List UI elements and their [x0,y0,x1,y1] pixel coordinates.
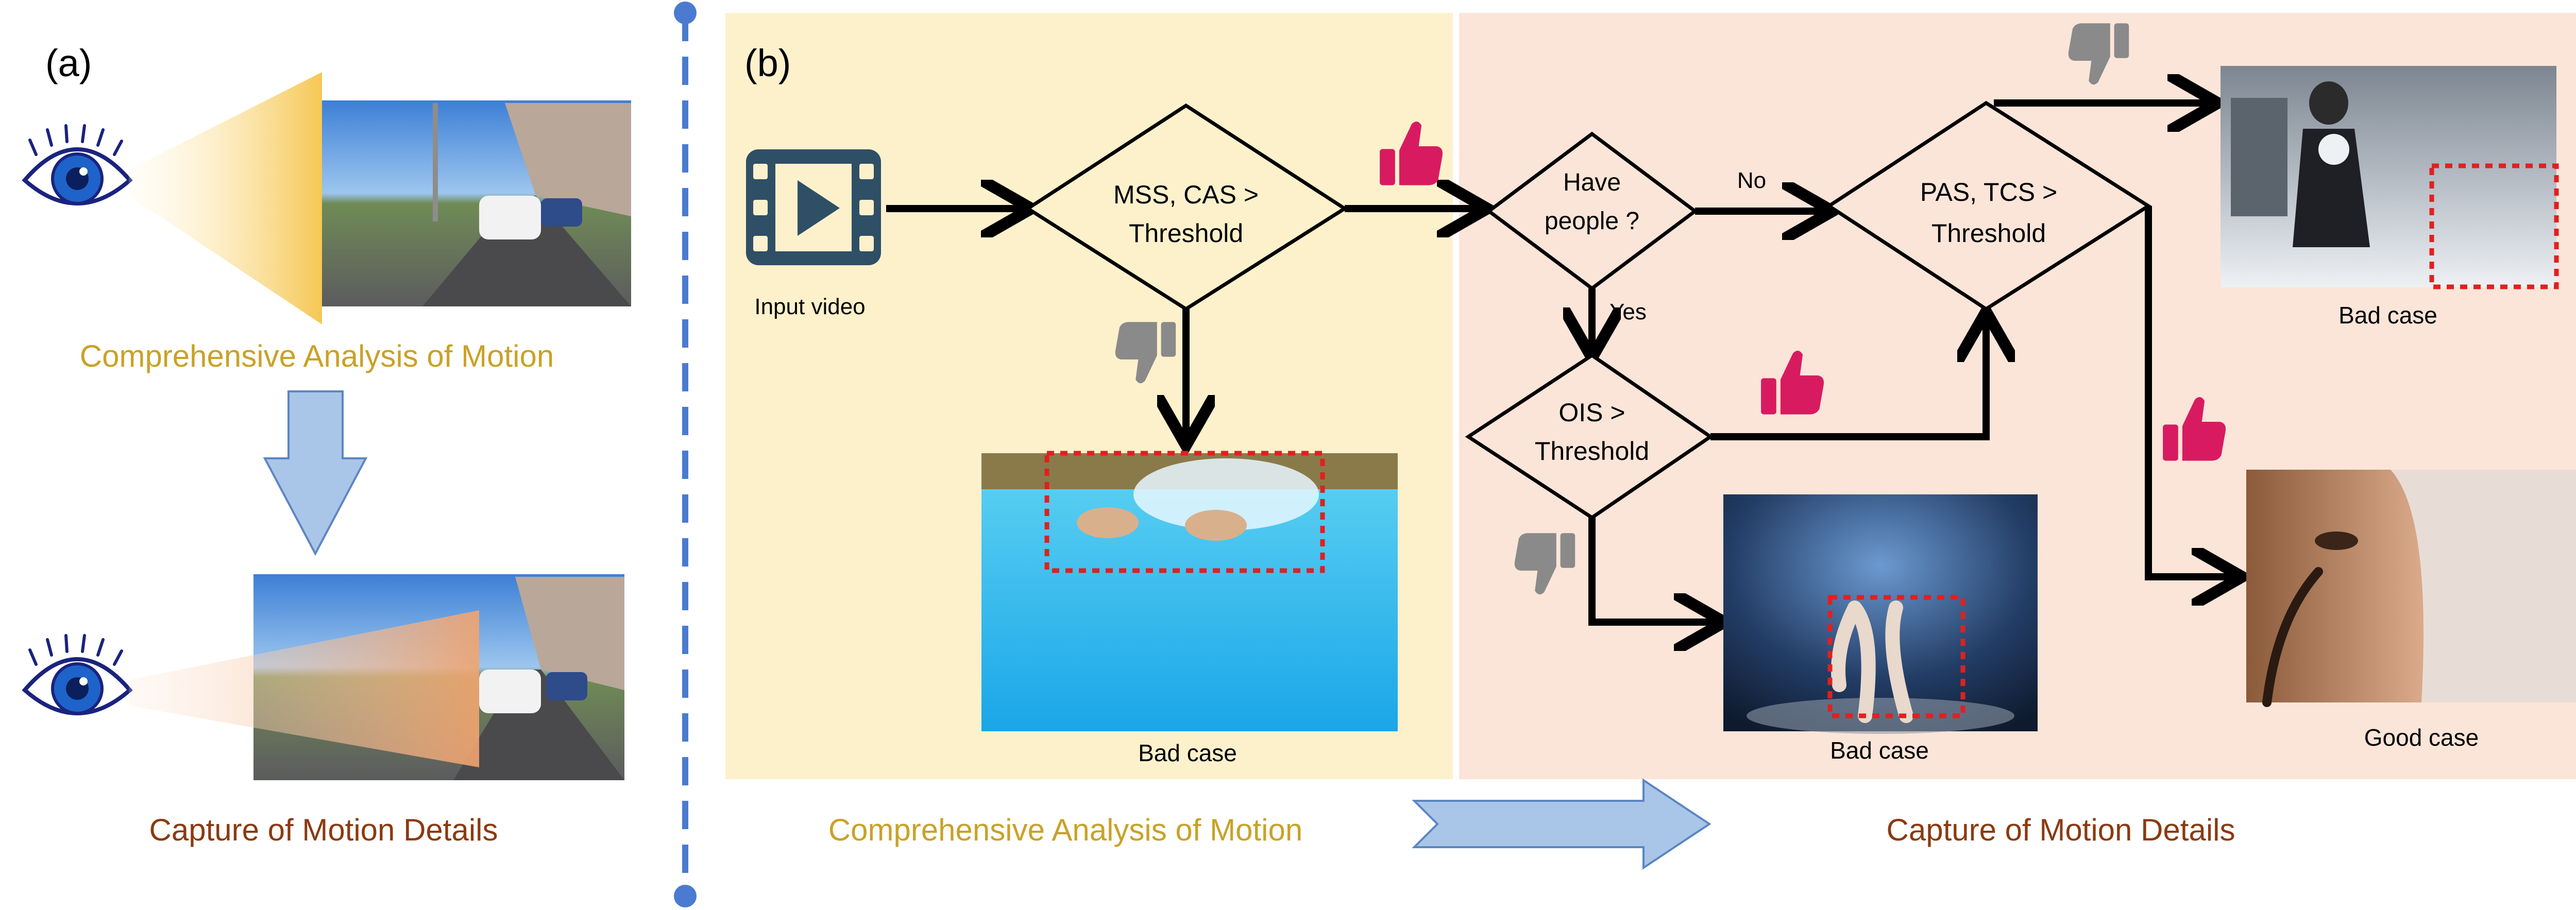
decision-have-people: Have people ? [1486,131,1698,291]
case-label-dance: Bad case [1830,737,1929,764]
edge-label-yes: Yes [1609,299,1647,324]
panel-b-bottom-right-caption: Capture of Motion Details [1887,813,2235,847]
makeup-image [2246,470,2576,707]
road-photo-top [322,100,631,306]
decision-mss-cas-line1: MSS, CAS > [1113,180,1259,209]
panel-b-label: (b) [744,42,791,84]
case-label-makeup: Good case [2364,724,2479,751]
input-video-label: Input video [754,294,865,319]
flow-edges [886,103,2239,622]
edge-d4-to-d3 [1710,315,1986,440]
down-arrow [263,390,368,556]
eye-icon-bottom [22,634,133,715]
decision-have-people-line1: Have [1563,169,1621,196]
decision-ois: OIS > Threshold [1465,353,1714,520]
case-label-snow: Bad case [2338,302,2437,329]
decision-have-people-line2: people ? [1545,208,1639,235]
panel-a-top-caption: Comprehensive Analysis of Motion [80,339,554,373]
eye-icon-top [22,124,133,205]
edge-d3-to-makeup [2145,206,2239,577]
panel-a-label: (a) [45,42,92,84]
decision-pas-tcs-line1: PAS, TCS > [1920,178,2057,207]
decision-pas-tcs: PAS, TCS > Threshold [1825,100,2152,312]
case-label-pool: Bad case [1138,740,1237,766]
snow-image [2221,66,2559,289]
vision-cone-orange [129,610,479,767]
edge-d4-to-dance [1588,515,1721,622]
dance-image [1723,494,2038,734]
edge-label-no: No [1737,168,1766,193]
decision-mss-cas: MSS, CAS > Threshold [1024,103,1348,312]
video-icon [746,149,881,265]
panel-divider [674,2,697,907]
vision-cone-yellow [129,72,322,324]
panel-a-bottom-caption: Capture of Motion Details [149,813,498,847]
decision-mss-cas-line2: Threshold [1129,219,1243,248]
decision-ois-line1: OIS > [1558,398,1625,427]
pool-image [981,451,1398,731]
decision-pas-tcs-line2: Threshold [1931,219,2046,248]
decision-ois-line2: Threshold [1535,437,1649,466]
panel-b-bottom-left-caption: Comprehensive Analysis of Motion [828,813,1302,847]
right-arrow [1412,778,1711,870]
